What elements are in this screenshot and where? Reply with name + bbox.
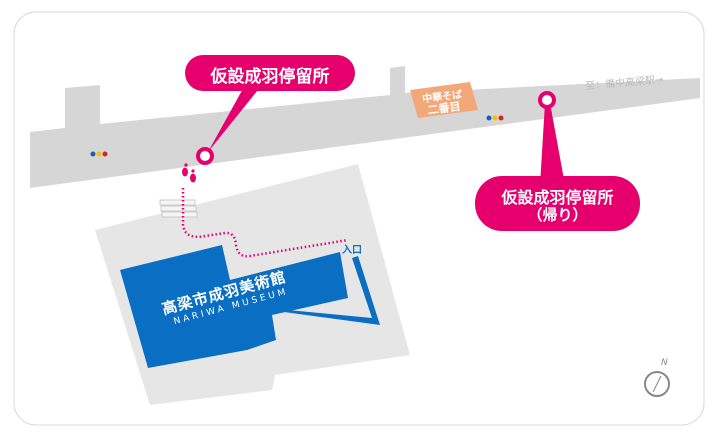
traffic-light-icon — [90, 151, 108, 157]
walking-route — [181, 188, 349, 258]
entrance-label: 入口 — [342, 245, 362, 256]
museum-building — [120, 245, 348, 368]
bus-stop-marker[interactable] — [196, 147, 214, 165]
bus-stop-sublabel: （帰り） — [527, 206, 588, 224]
bus-stop-label: 仮設成羽停留所 — [501, 188, 614, 207]
callout-pointer — [208, 85, 262, 152]
traffic-light-icon — [486, 115, 504, 121]
compass-label: N — [661, 358, 668, 368]
entrance-ramp — [284, 256, 380, 325]
bus-stop-marker[interactable] — [538, 91, 556, 109]
callout-return — [475, 176, 640, 231]
shop-block — [410, 82, 478, 118]
callout-pointer — [540, 103, 565, 185]
compass-icon — [644, 371, 670, 397]
callout-outbound — [185, 55, 355, 91]
footprints-icon — [182, 163, 196, 183]
crosswalk — [159, 199, 198, 218]
bus-stop-label: 仮設成羽停留所 — [210, 67, 330, 87]
